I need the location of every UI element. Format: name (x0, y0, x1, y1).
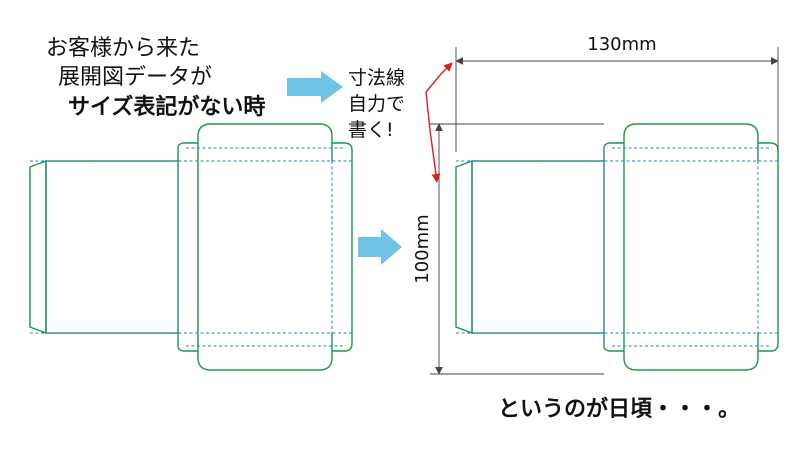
bottom-flap-outline (197, 333, 333, 371)
note-line-3: 書く! (348, 119, 394, 141)
caption: お客様から来た 展開図データが サイズ表記がない時 (46, 36, 265, 120)
footer-text: というのが日頃・・・。 (498, 396, 740, 422)
note: 寸法線 自力で 書く! (348, 62, 453, 183)
lower-right-tab-outline (332, 333, 353, 352)
note-arrow-upper-icon (425, 62, 453, 93)
note-arrow-lower-icon (425, 91, 441, 183)
top-flap-outline (197, 123, 333, 161)
dieline-folds (30, 147, 352, 347)
side-panel-outline (45, 160, 179, 334)
upper-right-tab-outline (332, 142, 353, 161)
lower-left-tab-outline (177, 333, 198, 352)
arrow-right-icon (287, 71, 343, 103)
dieline-outline (29, 123, 353, 371)
dieline-original (29, 123, 353, 371)
note-line-2: 自力で (348, 93, 405, 115)
dieline-with-dimensions (455, 123, 779, 371)
caption-line-2: 展開図データが (58, 65, 212, 90)
caption-line-1: お客様から来た (46, 36, 200, 61)
width-dimension-label: 130mm (587, 34, 656, 55)
dimension-lines (430, 47, 779, 375)
arrow-right-icon (358, 229, 402, 265)
caption-line-3: サイズ表記がない時 (68, 94, 265, 120)
note-line-1: 寸法線 (348, 67, 405, 89)
glue-flap-outline (29, 159, 47, 335)
upper-left-tab-outline (177, 142, 198, 161)
height-dimension-label: 100mm (412, 214, 433, 283)
